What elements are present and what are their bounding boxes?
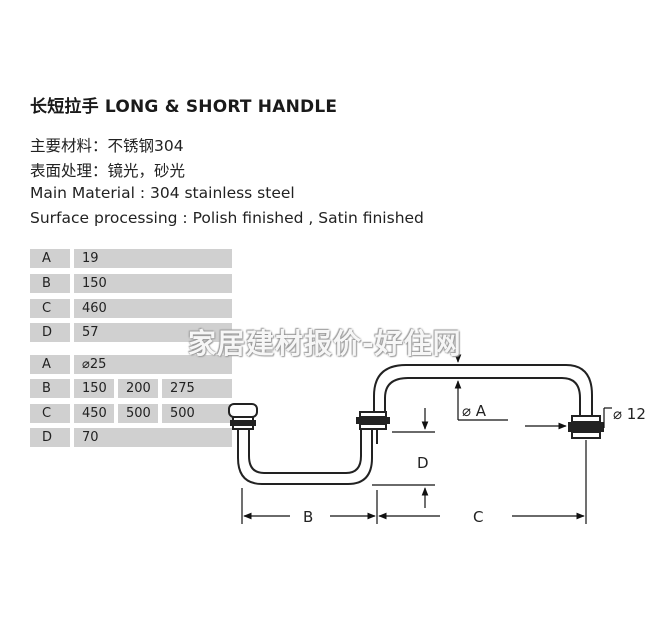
table-value: 275 — [162, 379, 232, 398]
watermark: 家居建材报价-好住网 — [188, 327, 462, 360]
label-diameter-a: ⌀ A — [462, 402, 487, 420]
table-value: 500 — [118, 404, 158, 423]
dimension-b-c — [241, 440, 587, 524]
spec-material-cn: 主要材料：不锈钢304 — [30, 137, 184, 155]
page-title: 长短拉手 LONG & SHORT HANDLE — [30, 97, 338, 117]
table-key: A — [30, 355, 70, 374]
table-value: 500 — [162, 404, 232, 423]
table-key: A — [30, 249, 70, 268]
label-c: C — [473, 508, 483, 526]
table-value: 450 — [74, 404, 114, 423]
long-handle — [373, 364, 593, 444]
table-value: 57 — [74, 323, 232, 342]
table-value: 150 — [74, 379, 114, 398]
long-handle-mount — [568, 415, 604, 439]
short-handle-cap — [228, 403, 258, 430]
table-key: D — [30, 428, 70, 447]
table-key: B — [30, 274, 70, 293]
table-value: 150 — [74, 274, 232, 293]
table-value: 200 — [118, 379, 158, 398]
spec-finish-cn: 表面处理：镜光，砂光 — [30, 162, 186, 180]
table-value: ⌀25 — [74, 355, 232, 374]
dimension-d — [372, 408, 435, 508]
table-value: 460 — [74, 299, 232, 318]
label-b: B — [303, 508, 313, 526]
spec-material-en: Main Material : 304 stainless steel — [30, 184, 295, 202]
label-d: D — [417, 454, 429, 472]
short-handle — [237, 428, 373, 485]
table-key: C — [30, 404, 70, 423]
table-key: D — [30, 323, 70, 342]
label-diameter-12: ⌀ 12 — [613, 405, 646, 423]
table-value: 70 — [74, 428, 232, 447]
dimension-12 — [525, 407, 612, 430]
dimension-a — [454, 340, 508, 421]
table-key: C — [30, 299, 70, 318]
table-value: 19 — [74, 249, 232, 268]
short-handle-mount — [356, 411, 390, 430]
table-key: B — [30, 379, 70, 398]
spec-finish-en: Surface processing : Polish finished , S… — [30, 209, 424, 227]
